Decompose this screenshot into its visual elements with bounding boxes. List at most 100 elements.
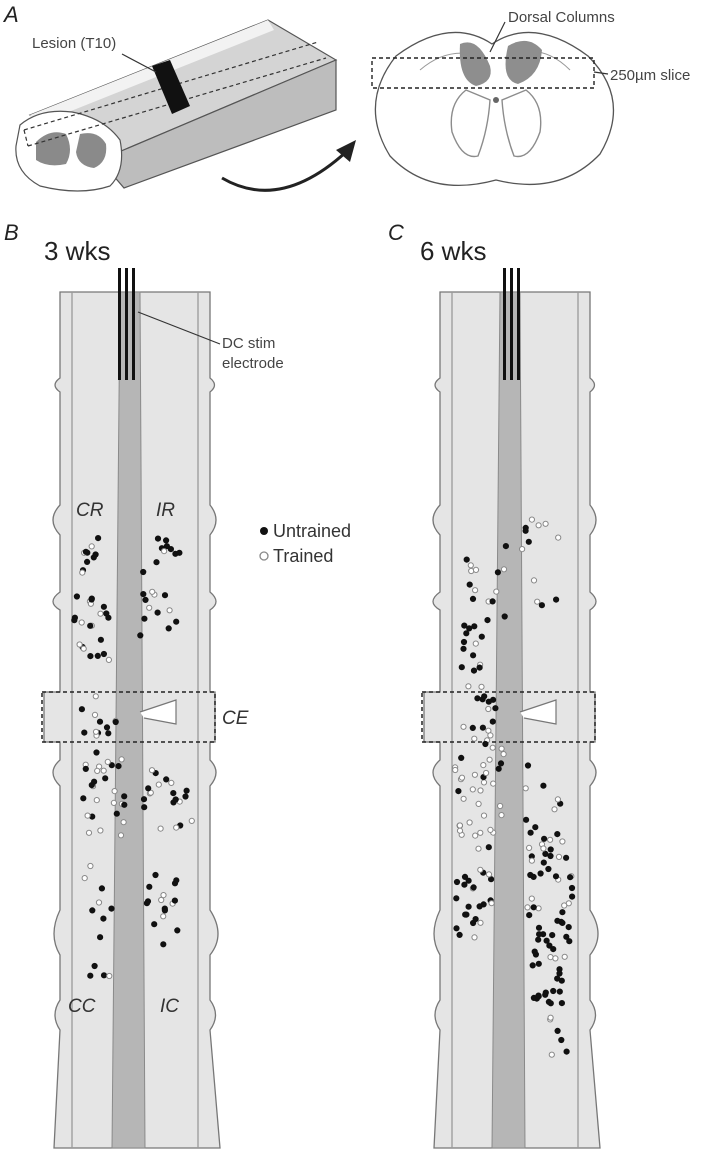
trained-cell-dot xyxy=(485,705,492,713)
trained-cell-dot xyxy=(488,900,495,907)
untrained-cell-dot xyxy=(538,602,546,609)
untrained-cell-dot xyxy=(485,698,492,705)
untrained-cell-dot xyxy=(481,693,488,700)
untrained-cell-dot xyxy=(182,793,189,800)
untrained-cell-dot xyxy=(558,1000,566,1007)
untrained-cell-dot xyxy=(145,785,152,792)
trained-cell-dot xyxy=(160,892,167,899)
untrained-cell-dot xyxy=(100,972,108,979)
trained-cell-dot xyxy=(547,836,554,843)
trained-cell-dot xyxy=(79,569,86,576)
trained-cell-dot xyxy=(110,799,118,807)
trained-cell-dot xyxy=(522,785,529,792)
untrained-cell-dot xyxy=(161,907,168,914)
untrained-cell-dot xyxy=(549,932,556,939)
trained-cell-dot xyxy=(480,812,488,819)
untrained-cell-dot xyxy=(105,730,112,737)
untrained-cell-dot xyxy=(462,911,469,918)
untrained-cell-dot xyxy=(559,909,566,916)
trained-cell-dot xyxy=(100,767,107,774)
untrained-cell-dot xyxy=(144,898,152,905)
untrained-cell-dot xyxy=(556,970,563,977)
untrained-cell-dot xyxy=(153,559,160,566)
trained-cell-dot xyxy=(498,745,505,752)
trained-cell-dot xyxy=(478,683,485,690)
legend-trained-label: Trained xyxy=(273,546,333,566)
trained-cell-dot xyxy=(480,779,488,786)
trained-cell-dot xyxy=(487,826,494,834)
trained-cell-dot xyxy=(81,875,88,882)
trained-cell-dot xyxy=(149,588,156,595)
untrained-cell-dot xyxy=(553,596,560,603)
untrained-cell-dot xyxy=(482,740,489,748)
untrained-cell-dot xyxy=(530,873,537,881)
trained-cell-dot xyxy=(160,913,167,920)
untrained-cell-dot xyxy=(466,581,473,588)
trained-cell-dot xyxy=(561,902,568,909)
trained-cell-dot xyxy=(104,758,111,766)
trained-cell-dot xyxy=(547,1014,554,1021)
trained-cell-dot xyxy=(158,896,165,904)
untrained-cell-dot xyxy=(103,724,111,731)
untrained-cell-dot xyxy=(540,859,547,866)
panel-b-time-label: 3 wks xyxy=(44,236,110,266)
untrained-cell-dot xyxy=(535,960,542,967)
trained-cell-dot xyxy=(88,543,95,550)
untrained-cell-dot xyxy=(470,919,477,927)
trained-cell-dot xyxy=(552,955,559,962)
trained-cell-dot xyxy=(498,812,505,819)
trained-cell-dot xyxy=(87,862,94,870)
trained-cell-dot xyxy=(155,781,162,788)
untrained-cell-dot xyxy=(142,596,149,604)
trained-cell-dot xyxy=(540,845,547,852)
untrained-cell-dot xyxy=(87,653,94,660)
untrained-cell-dot xyxy=(78,706,86,713)
trained-cell-dot xyxy=(472,566,480,574)
untrained-cell-dot xyxy=(476,664,483,671)
panel-b: B 3 wks DC stim electrode CR IR CE CC IC xyxy=(4,220,284,1149)
untrained-cell-dot xyxy=(460,645,467,652)
untrained-cell-dot xyxy=(96,718,104,725)
trained-cell-dot xyxy=(97,827,104,834)
trained-cell-dot xyxy=(94,767,101,775)
untrained-cell-dot xyxy=(543,937,550,944)
untrained-cell-dot xyxy=(470,667,478,674)
panel-b-slice xyxy=(41,268,221,1149)
trained-cell-dot xyxy=(497,802,504,810)
region-label-cr: CR xyxy=(76,500,104,521)
trained-cell-dot xyxy=(85,829,93,836)
trained-cell-dot xyxy=(500,566,508,573)
trained-cell-dot xyxy=(84,812,91,819)
trained-cell-dot xyxy=(80,645,87,652)
untrained-cell-dot xyxy=(100,650,108,658)
trained-cell-dot xyxy=(493,588,500,595)
untrained-cell-dot xyxy=(470,884,477,891)
trained-cell-dot xyxy=(97,610,104,617)
untrained-cell-dot xyxy=(84,558,91,566)
untrained-cell-dot xyxy=(97,934,104,941)
untrained-cell-dot xyxy=(502,543,509,550)
untrained-cell-dot xyxy=(172,796,179,803)
trained-cell-dot xyxy=(500,751,507,758)
trained-cell-dot xyxy=(452,766,459,774)
untrained-cell-dot xyxy=(565,924,572,931)
untrained-cell-dot xyxy=(547,846,554,853)
trained-cell-dot xyxy=(490,780,497,787)
untrained-cell-dot xyxy=(568,884,576,892)
panel-c-ce-box xyxy=(421,691,596,743)
untrained-cell-dot xyxy=(94,652,101,660)
untrained-cell-dot xyxy=(102,775,109,782)
panel-a-letter: A xyxy=(2,2,19,27)
trained-cell-dot xyxy=(161,548,168,555)
trained-cell-dot xyxy=(460,795,467,802)
untrained-cell-dot xyxy=(535,924,543,931)
untrained-cell-dot xyxy=(522,527,529,534)
untrained-cell-dot xyxy=(552,873,560,880)
trained-cell-dot xyxy=(472,640,479,647)
trained-cell-dot xyxy=(475,845,482,852)
trained-cell-dot xyxy=(118,756,125,763)
untrained-cell-dot xyxy=(537,870,544,877)
untrained-cell-dot xyxy=(115,763,122,770)
untrained-cell-dot xyxy=(108,762,115,769)
